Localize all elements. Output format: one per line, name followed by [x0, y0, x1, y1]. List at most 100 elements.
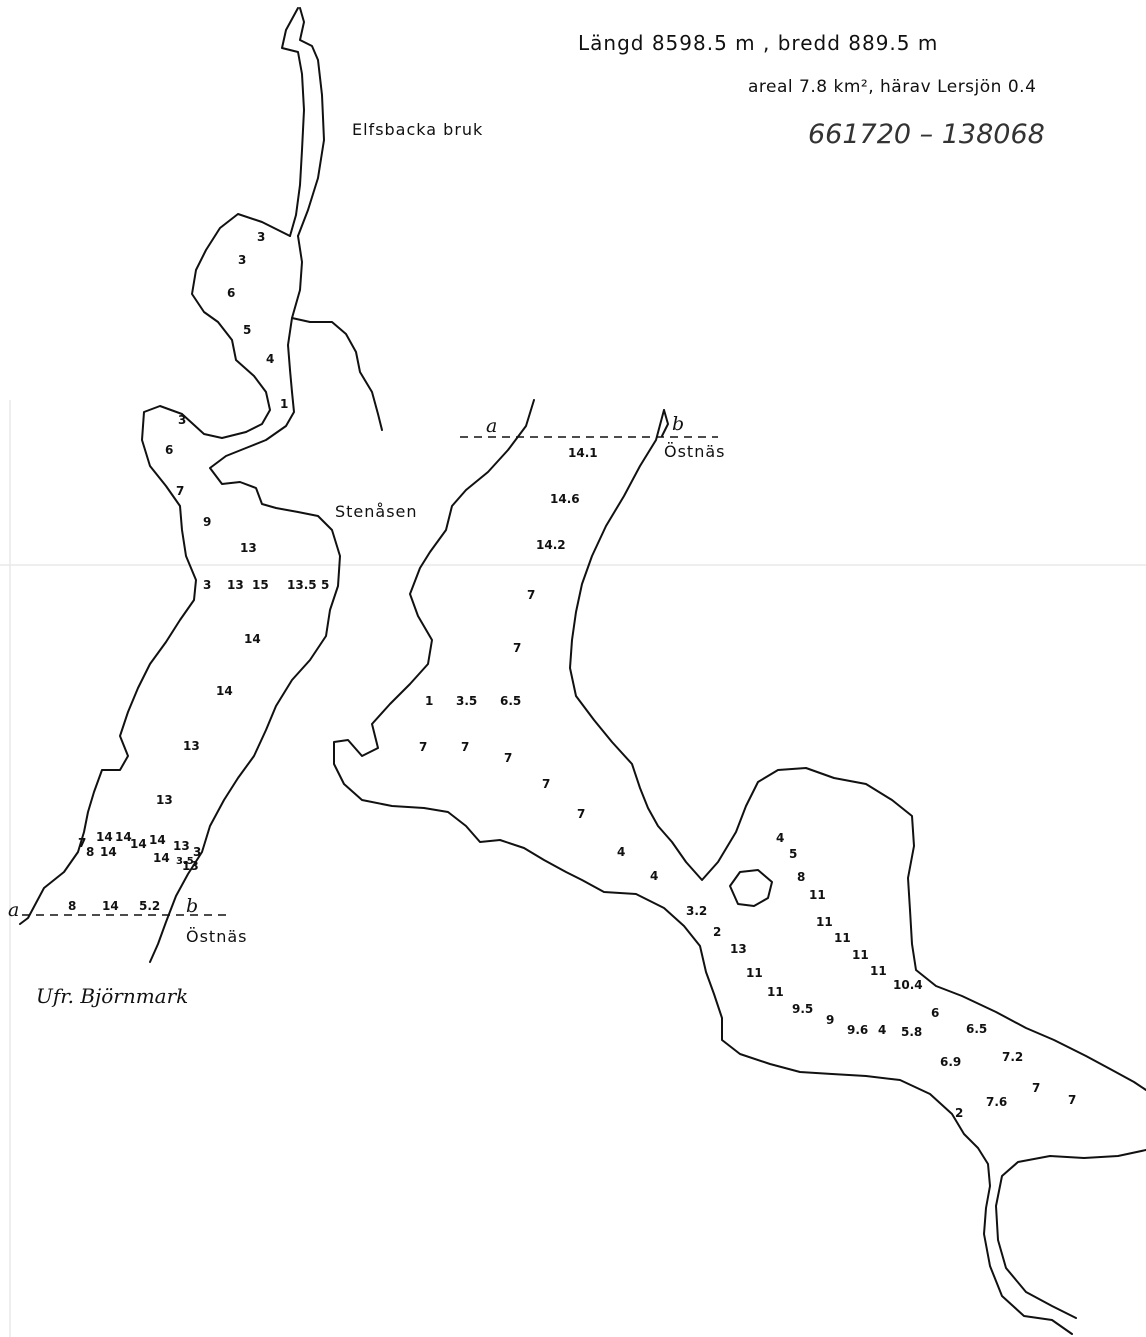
- depth-sounding: 14: [149, 833, 166, 847]
- depth-sounding: 5: [321, 578, 329, 592]
- depth-sounding: 11: [816, 915, 833, 929]
- depth-sounding: 3: [257, 230, 265, 244]
- depth-sounding: 2: [955, 1106, 963, 1120]
- depth-sounding: 9.5: [792, 1002, 813, 1016]
- depth-sounding: 1: [425, 694, 433, 708]
- depth-sounding: 3: [193, 845, 201, 859]
- depth-sounding: 8: [86, 845, 94, 859]
- section-mark-left-b: b: [186, 895, 198, 917]
- signature: Ufr. Björnmark: [36, 984, 188, 1008]
- place-label-ostnas-left: Östnäs: [186, 927, 247, 946]
- depth-sounding: 14: [153, 851, 170, 865]
- right-lake-west-shoreline: [333, 399, 1073, 1335]
- depth-sounding: 7: [527, 588, 535, 602]
- inlet-river-east-bank: [297, 7, 325, 237]
- depth-sounding: 15: [252, 578, 269, 592]
- depth-sounding: 6.5: [500, 694, 521, 708]
- right-section-b-stroke: [661, 409, 669, 437]
- depth-sounding: 5: [789, 847, 797, 861]
- north-basin-east-shore: [287, 235, 303, 393]
- depth-sounding: 3.5: [176, 856, 194, 867]
- depth-sounding: 13: [183, 739, 200, 753]
- place-label-ostnas-right: Östnäs: [664, 442, 725, 461]
- depth-sounding: 7: [577, 807, 585, 821]
- depth-sounding: 11: [746, 966, 763, 980]
- depth-sounding: 2: [713, 925, 721, 939]
- depth-sounding: 3.5: [456, 694, 477, 708]
- depth-sounding: 7.2: [1002, 1050, 1023, 1064]
- depth-sounding: 14: [130, 837, 147, 851]
- depth-sounding: 14: [100, 845, 117, 859]
- section-mark-left-a: a: [8, 899, 19, 921]
- depth-sounding: 11: [767, 985, 784, 999]
- depth-sounding: 13.5: [287, 578, 317, 592]
- depth-sounding: 4: [776, 831, 784, 845]
- depth-sounding: 4: [650, 869, 658, 883]
- depth-sounding: 14: [102, 899, 119, 913]
- depth-sounding: 4: [266, 352, 274, 366]
- coordinates-text: 661720 – 138068: [808, 119, 1045, 150]
- depth-sounding: 6: [165, 443, 173, 457]
- depth-sounding: 3.2: [686, 904, 707, 918]
- depth-sounding: 7: [1032, 1081, 1040, 1095]
- island: [729, 869, 773, 907]
- depth-sounding: 11: [834, 931, 851, 945]
- depth-sounding: 4: [617, 845, 625, 859]
- depth-sounding: 9: [826, 1013, 834, 1027]
- depth-sounding: 14: [115, 830, 132, 844]
- depth-sounding: 13: [182, 859, 199, 873]
- depth-sounding: 4: [878, 1023, 886, 1037]
- outlet-river-east-bank: [995, 1149, 1146, 1319]
- depth-sounding: 14: [244, 632, 261, 646]
- depth-sounding: 7: [176, 484, 184, 498]
- depth-sounding: 6: [227, 286, 235, 300]
- depth-sounding: 10.4: [893, 978, 923, 992]
- depth-sounding: 7: [504, 751, 512, 765]
- depth-sounding: 8: [797, 870, 805, 884]
- depth-sounding: 14.6: [550, 492, 580, 506]
- depth-sounding: 13: [730, 942, 747, 956]
- depth-sounding: 14.1: [568, 446, 598, 460]
- depth-sounding: 5.2: [139, 899, 160, 913]
- left-lake-east-shoreline: [149, 391, 341, 963]
- depth-sounding: 6: [931, 1006, 939, 1020]
- depth-sounding: 13: [227, 578, 244, 592]
- depth-sounding: 8: [68, 899, 76, 913]
- depth-sounding: 13: [156, 793, 173, 807]
- depth-sounding: 7: [419, 740, 427, 754]
- inlet-river-west-bank: [281, 7, 305, 237]
- depth-sounding: 6.9: [940, 1055, 961, 1069]
- depth-sounding: 3: [178, 413, 186, 427]
- place-label-stenasen: Stenåsen: [335, 502, 418, 521]
- depth-sounding: 7: [542, 777, 550, 791]
- depth-sounding: 9.6: [847, 1023, 868, 1037]
- left-lake-west-shoreline: [19, 405, 247, 925]
- depth-sounding: 7.6: [986, 1095, 1007, 1109]
- depth-sounding: 9: [203, 515, 211, 529]
- depth-sounding: 13: [240, 541, 257, 555]
- depth-sounding: 14.2: [536, 538, 566, 552]
- depth-sounding: 3: [203, 578, 211, 592]
- depth-sounding: 7: [513, 641, 521, 655]
- depth-sounding: 3: [238, 253, 246, 267]
- depth-sounding: 7: [461, 740, 469, 754]
- depth-sounding: 7: [78, 836, 86, 850]
- section-mark-right-a: a: [486, 415, 497, 437]
- depth-sounding: 11: [809, 888, 826, 902]
- right-lake-east-shoreline: [569, 409, 1146, 1091]
- north-basin-shoreline: [191, 213, 291, 433]
- depth-sounding: 7: [1068, 1093, 1076, 1107]
- depth-sounding: 6.5: [966, 1022, 987, 1036]
- depth-sounding: 14: [216, 684, 233, 698]
- place-label-elfsbacka: Elfsbacka bruk: [352, 120, 483, 139]
- depth-sounding: 13: [173, 839, 190, 853]
- lake-dimensions-text: Längd 8598.5 m , bredd 889.5 m: [578, 31, 938, 55]
- depth-sounding: 14: [96, 830, 113, 844]
- lake-area-text: areal 7.8 km², härav Lersjön 0.4: [748, 77, 1036, 97]
- section-mark-right-b: b: [672, 413, 684, 435]
- depth-sounding: 5: [243, 323, 251, 337]
- east-creek: [291, 317, 383, 431]
- depth-sounding: 1: [280, 397, 288, 411]
- depth-sounding: 5.8: [901, 1025, 922, 1039]
